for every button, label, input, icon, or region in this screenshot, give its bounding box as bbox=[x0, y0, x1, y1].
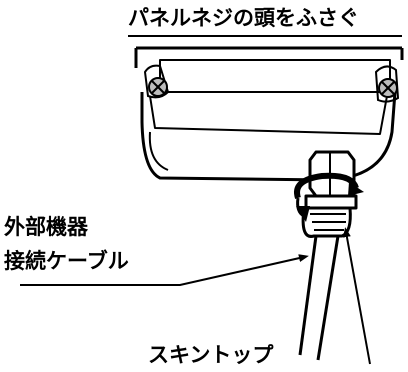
rotation-arrow-icon bbox=[294, 172, 364, 222]
leader-arrow-icon bbox=[20, 254, 309, 286]
external-cable-label-line2: 接続ケーブル bbox=[4, 249, 129, 273]
screw-icon bbox=[374, 65, 400, 103]
external-cable bbox=[298, 235, 340, 361]
skintop-gland bbox=[301, 150, 358, 238]
external-cable-label-line1: 外部機器 bbox=[4, 215, 88, 239]
panel-screw-label: パネルネジの頭をふさぐ bbox=[128, 6, 359, 30]
screw-icon bbox=[143, 64, 170, 99]
enclosure bbox=[134, 46, 404, 182]
skintop-label: スキントップ bbox=[148, 343, 274, 367]
leader-arrow-icon bbox=[342, 227, 371, 365]
